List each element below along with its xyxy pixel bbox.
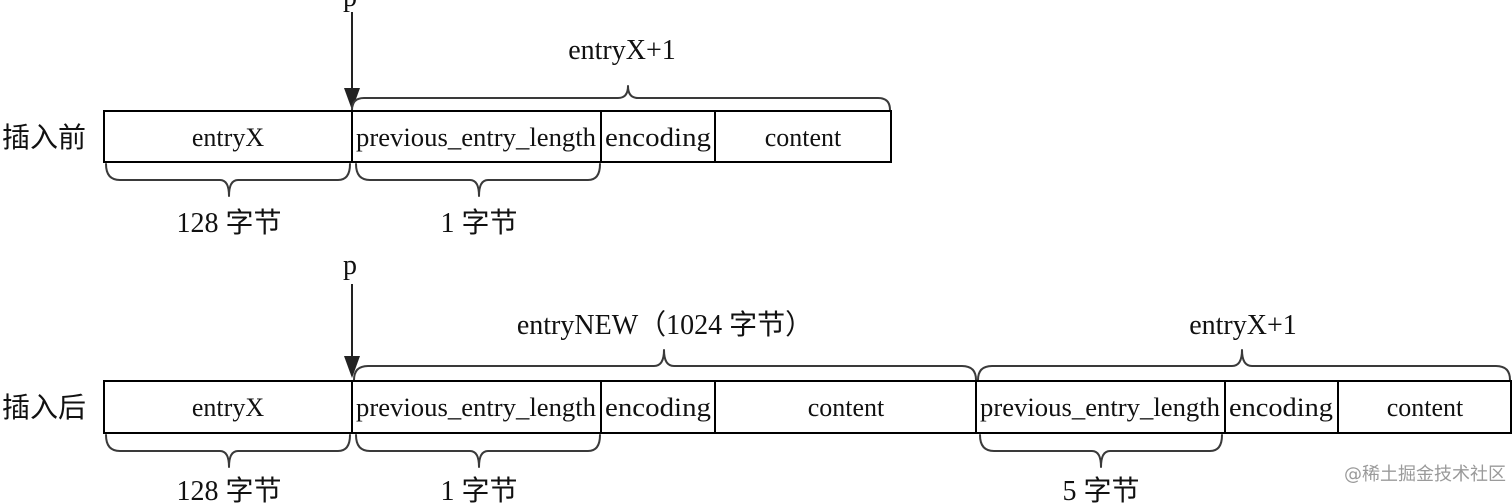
group-label-top: entryX+1 [568, 35, 676, 66]
watermark: @稀土掘金技术社区 [1344, 464, 1506, 485]
cell-text-new-encoding: encoding [605, 393, 711, 422]
pointer-label-top: p [343, 0, 357, 13]
size-label-bottom-128: 128 字节 [176, 475, 281, 503]
cell-text-entryx-bottom: entryX [192, 393, 264, 422]
cell-text-x1-encoding: encoding [1229, 393, 1333, 422]
cell-text-content: content [765, 123, 842, 152]
size-label-bottom-5: 5 字节 [1062, 475, 1139, 503]
size-label-bottom-1: 1 字节 [440, 475, 517, 503]
row-label-before: 插入前 [2, 121, 86, 154]
brace-bottom-entry-x1 [977, 349, 1511, 381]
cell-text-new-previous-entry-length: previous_entry_length [356, 393, 596, 422]
row-after: entryX previous_entry_length encoding co… [103, 380, 1512, 434]
row-before: entryX previous_entry_length encoding co… [103, 110, 892, 163]
cell-previous-entry-length [351, 110, 602, 163]
cell-x1-content [1337, 380, 1512, 434]
brace-top-entry-x1 [351, 85, 891, 111]
cell-text-previous-entry-length: previous_entry_length [356, 123, 596, 152]
cell-text-x1-content: content [1387, 393, 1464, 422]
cell-new-previous-entry-length [351, 380, 602, 434]
brace-top-1 [355, 163, 601, 197]
pointer-label-bottom: p [343, 250, 357, 281]
cell-text-entryx: entryX [192, 123, 264, 152]
cell-text-encoding: encoding [605, 123, 711, 152]
cell-content [714, 110, 892, 163]
cell-x1-encoding [1224, 380, 1339, 434]
brace-bottom-128 [105, 434, 351, 468]
cell-x1-previous-entry-length [975, 380, 1226, 434]
row-label-after: 插入后 [2, 391, 86, 424]
group-label-entryx1-bottom: entryX+1 [1189, 310, 1297, 341]
pointer-arrowhead-top [344, 88, 360, 110]
cell-text-x1-previous-entry-length: previous_entry_length [980, 393, 1220, 422]
brace-bottom-5 [979, 434, 1223, 468]
cell-text-new-content: content [808, 393, 885, 422]
brace-top-128 [105, 163, 351, 197]
brace-bottom-entrynew [353, 349, 977, 381]
group-label-entrynew: entryNEW（1024 字节） [517, 309, 813, 341]
brace-bottom-1 [355, 434, 601, 468]
cell-new-content [714, 380, 977, 434]
cell-entryx [103, 380, 353, 434]
size-label-top-128: 128 字节 [176, 207, 281, 239]
pointer-arrowhead-bottom [344, 356, 360, 378]
cell-encoding [600, 110, 716, 163]
size-label-top-1: 1 字节 [440, 207, 517, 239]
